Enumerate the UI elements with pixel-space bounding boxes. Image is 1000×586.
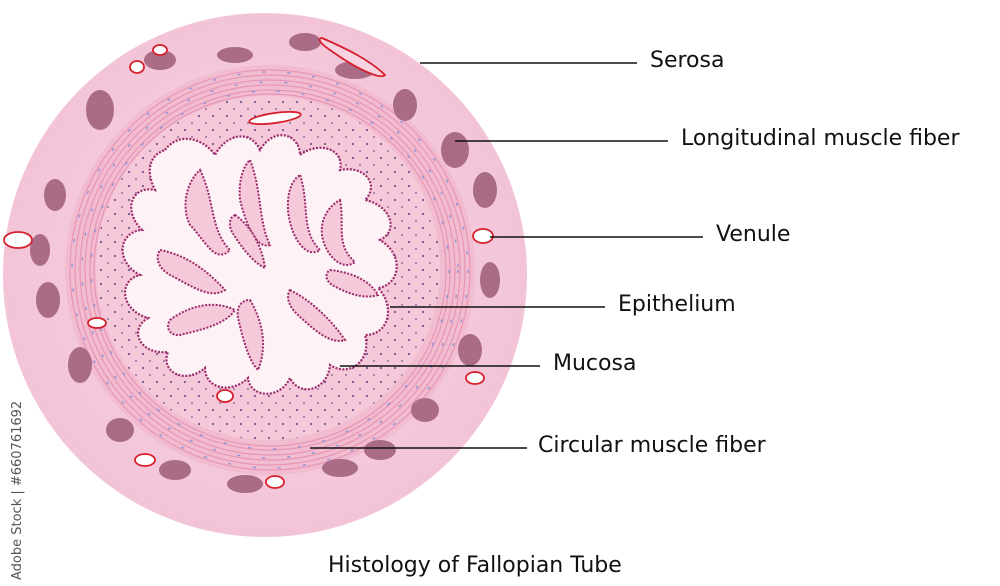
label-venule: Venule [716, 222, 791, 247]
watermark-text: Adobe Stock | #660761692 [10, 400, 25, 580]
longitudinal-muscle-bundles [30, 33, 500, 493]
label-longitudinal-muscle: Longitudinal muscle fiber [681, 126, 960, 151]
label-circular-muscle: Circular muscle fiber [538, 433, 766, 458]
label-epithelium: Epithelium [618, 292, 736, 317]
venules [3, 37, 494, 489]
watermark: Adobe Stock | #660761692 [10, 345, 30, 580]
diagram-title: Histology of Fallopian Tube [328, 553, 622, 578]
leader-lines [310, 62, 703, 449]
label-serosa: Serosa [650, 48, 725, 73]
lumen-with-folds [121, 134, 398, 395]
label-mucosa: Mucosa [553, 351, 637, 376]
